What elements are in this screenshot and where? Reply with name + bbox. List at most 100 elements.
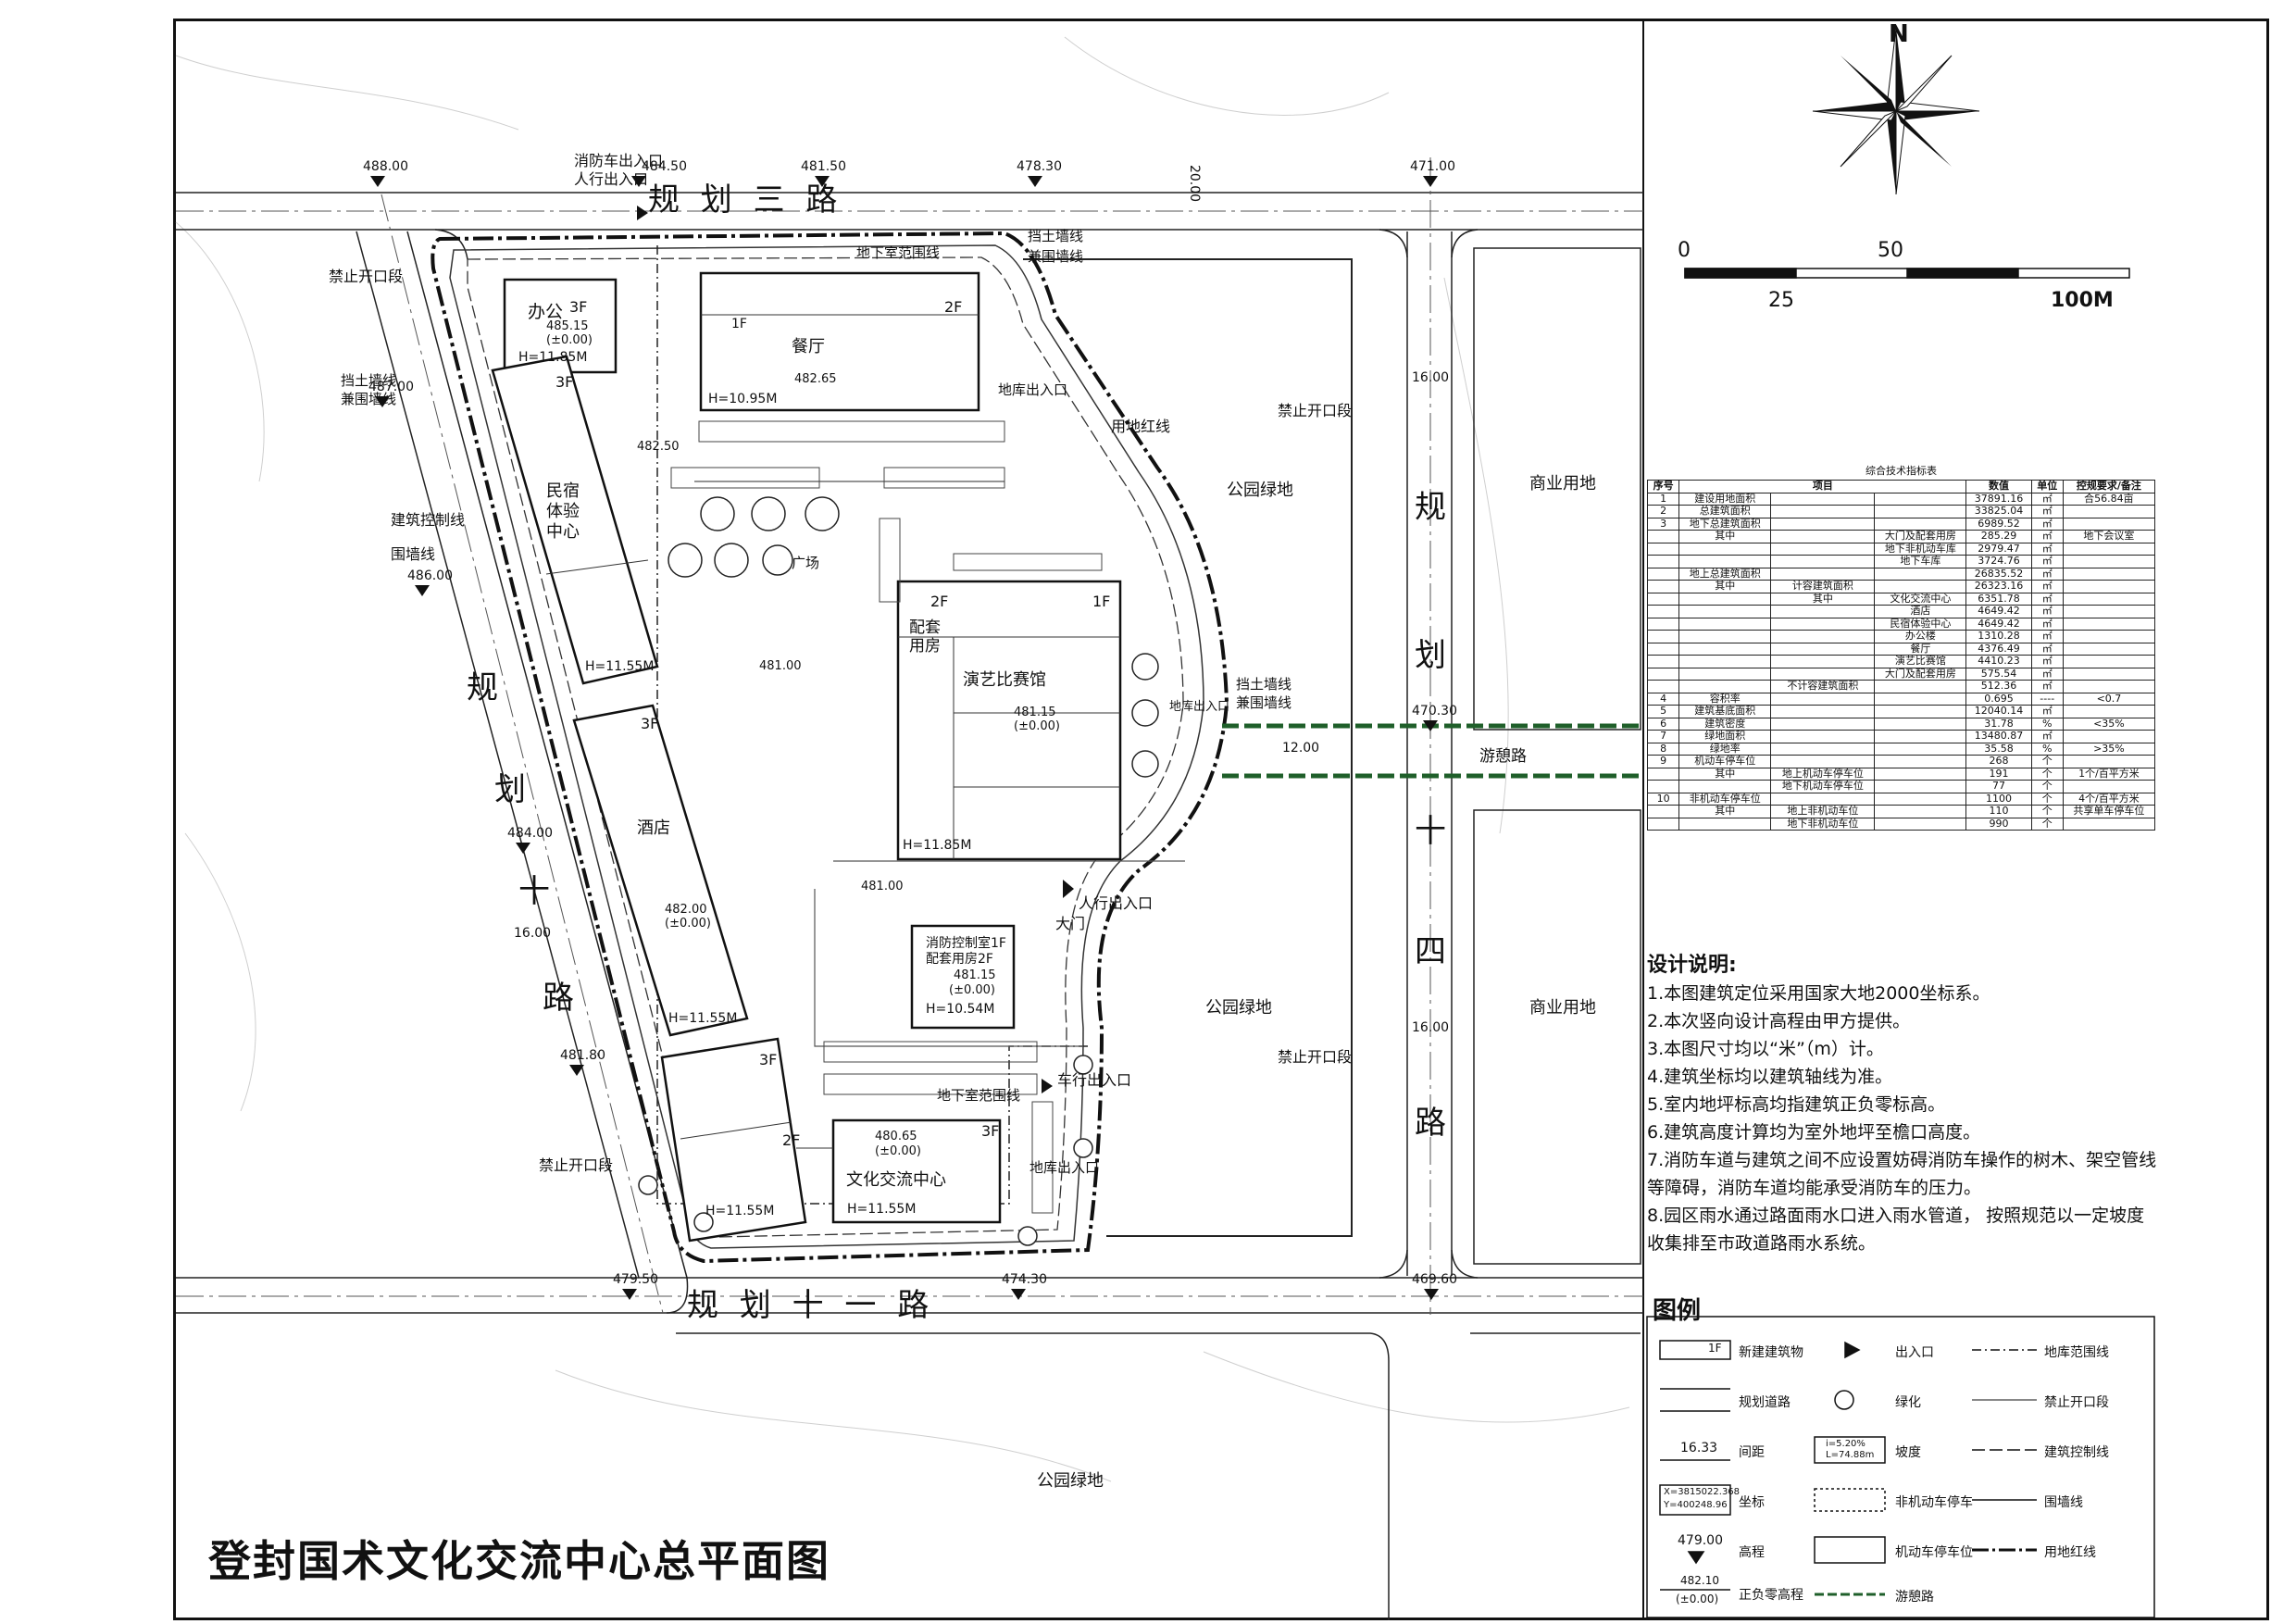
table-cell: 总建筑面积 (1678, 505, 1772, 518)
bldg-culture-name: 文化交流中心 (846, 1170, 946, 1190)
table-cell: 地下总建筑面积 (1678, 517, 1772, 531)
table-cell (2062, 567, 2156, 581)
table-cell (2062, 780, 2156, 793)
table-cell: 演艺比赛馆 (1874, 655, 1967, 668)
table-cell (1646, 542, 1680, 556)
label-no-open-1: 禁止开口段 (329, 268, 404, 285)
table-cell: 37891.16 (1965, 492, 2032, 506)
table-cell: 0.695 (1965, 692, 2032, 706)
table-cell: 285.29 (1965, 530, 2032, 543)
label-retain-2b: 兼围墙线 (341, 391, 397, 407)
table-cell (1874, 567, 1967, 581)
elev-8: 484.00 (507, 826, 553, 841)
table-cell (1770, 755, 1876, 768)
note-item: 4.建筑坐标均以建筑轴线为准。 (1647, 1067, 1893, 1087)
table-cell: <0.7 (2062, 692, 2156, 706)
road-label-r14-5: 路 (1415, 1105, 1446, 1142)
table-cell (1770, 542, 1876, 556)
bldg-minsu-floors: 3F (555, 373, 574, 391)
bldg-hotel-floors: 3F (641, 715, 659, 732)
table-cell: 77 (1965, 780, 2032, 793)
table-cell: 1 (1646, 492, 1680, 506)
label-basement-2: 地下室范围线 (937, 1087, 1021, 1104)
table-cell (1770, 742, 1876, 756)
table-cell (1678, 680, 1772, 693)
label-retain-1: 挡土墙线 (1028, 228, 1084, 244)
table-cell (1874, 717, 1967, 731)
elev-15: 481.00 (759, 659, 802, 673)
table-cell (2062, 705, 2156, 718)
table-cell (1770, 717, 1876, 731)
legend-elev-symbol: 479.00 (1678, 1533, 1723, 1548)
label-ctrl-line: 建筑控制线 (391, 511, 466, 529)
bldg-hotel-elev: 482.00 (665, 903, 707, 917)
bldg-office-floors: 3F (569, 298, 588, 316)
table-cell (1770, 605, 1876, 618)
table-cell: 其中 (1678, 580, 1772, 593)
north-label: N (1889, 20, 1909, 48)
road-label-r10-2: 划 (494, 771, 526, 808)
bldg-minsu-height: H=11.55M (585, 659, 655, 674)
table-cell: ㎡ (2030, 567, 2064, 581)
table-cell: 绿地面积 (1678, 730, 1772, 743)
legend-no-open: 禁止开口段 (2044, 1395, 2109, 1410)
note-item: 7.消防车道与建筑之间不应设置妨碍消防车操作的树木、架空管线等障碍，消防车道均能… (1647, 1150, 2157, 1198)
table-cell (1646, 655, 1680, 668)
table-cell: ㎡ (2030, 517, 2064, 531)
table-cell (1770, 667, 1876, 681)
legend-coord-symbol-2: Y=400248.96 (1664, 1500, 1728, 1510)
table-cell (1646, 667, 1680, 681)
road-width-12: 12.00 (1282, 741, 1320, 756)
note-item: 6.建筑高度计算均为室外地坪至檐口高度。 (1647, 1122, 1981, 1143)
table-cell (1646, 630, 1680, 643)
elev-11: 474.30 (1002, 1272, 1047, 1287)
table-cell: ㎡ (2030, 580, 2064, 593)
elev-4: 478.30 (1017, 159, 1062, 174)
table-cell: 26323.16 (1965, 580, 2032, 593)
table-cell: ㎡ (2030, 555, 2064, 568)
table-cell (2062, 505, 2156, 518)
table-cell (1646, 780, 1680, 793)
road-label-r14-4: 四 (1415, 933, 1446, 970)
table-cell: 地上总建筑面积 (1678, 567, 1772, 581)
table-cell (1678, 630, 1772, 643)
table-cell (1678, 667, 1772, 681)
table-cell: 4376.49 (1965, 642, 2032, 656)
legend-spacing: 间距 (1739, 1445, 1765, 1460)
table-cell: 35.58 (1965, 742, 2032, 756)
table-cell: 其中 (1678, 530, 1772, 543)
bldg-office-height: H=11.85M (518, 350, 588, 365)
bldg-culture-floors: 3F (759, 1051, 778, 1068)
table-cell (2062, 630, 2156, 643)
table-cell: 4 (1646, 692, 1680, 706)
label-park-3: 公园绿地 (1037, 1471, 1104, 1491)
bldg-dining-1f: 1F (731, 317, 747, 331)
table-cell: 建设用地面积 (1678, 492, 1772, 506)
legend-tour: 游憩路 (1895, 1590, 1934, 1605)
table-cell: 地上机动车停车位 (1770, 767, 1876, 781)
bldg-culture-height: H=11.55M (847, 1202, 917, 1217)
table-cell: 建筑密度 (1678, 717, 1772, 731)
table-cell (1678, 555, 1772, 568)
legend-spacing-symbol: 16.33 (1680, 1441, 1718, 1455)
note-item: 5.室内地坪标高均指建筑正负零标高。 (1647, 1094, 1946, 1115)
table-cell: 个 (2030, 767, 2064, 781)
legend-new-building: 新建建筑物 (1739, 1345, 1803, 1360)
label-garage-1: 地库出入口 (998, 381, 1068, 398)
note-item: 1.本图建筑定位采用国家大地2000坐标系。 (1647, 983, 1990, 1004)
bldg-firectrl-l2: 配套用房2F (926, 952, 993, 967)
label-ped-entry-2: 人行出入口 (1079, 894, 1154, 912)
label-retain-2: 挡土墙线 (341, 372, 397, 389)
elev-12: 469.60 (1412, 1272, 1457, 1287)
road-label-r10-3: 十 (518, 873, 550, 910)
table-cell: 酒店 (1874, 605, 1967, 618)
table-cell: % (2030, 717, 2064, 731)
table-cell: 31.78 (1965, 717, 2032, 731)
table-cell (1874, 505, 1967, 518)
